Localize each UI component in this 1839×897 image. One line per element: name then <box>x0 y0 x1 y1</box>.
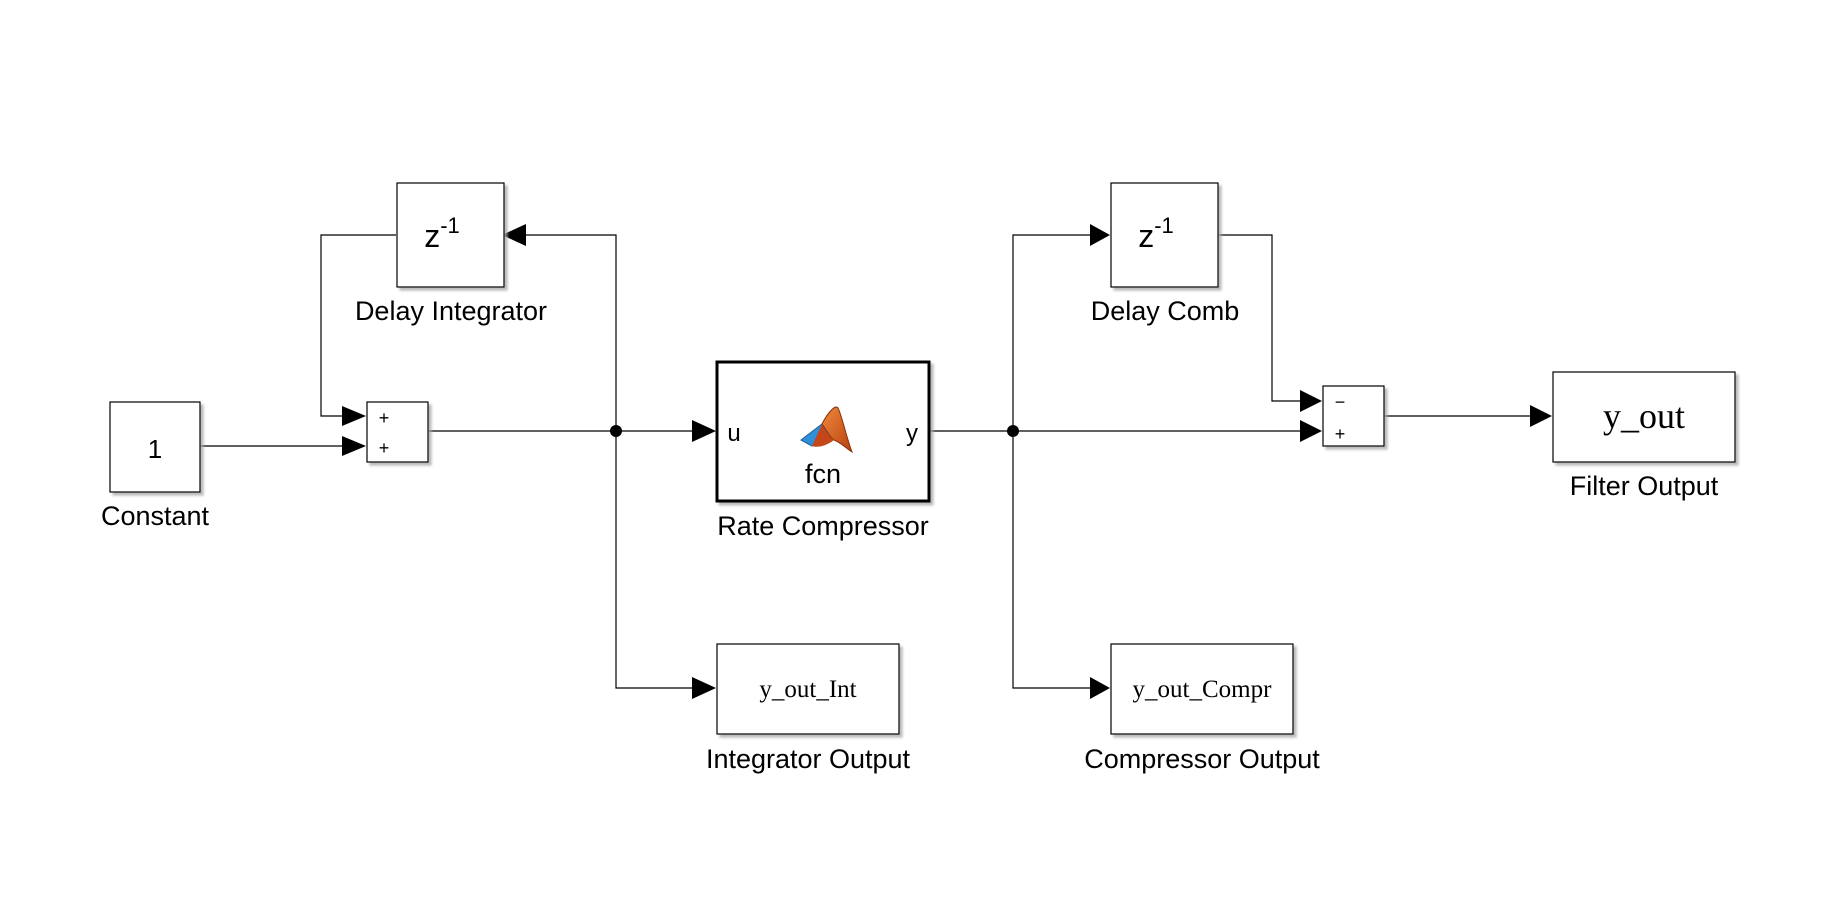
delay-comb-label: Delay Comb <box>1091 296 1240 326</box>
rate-compressor-in-port: u <box>727 420 740 447</box>
wire-branch-to-delay-integrator <box>526 234 617 431</box>
filter-output-body[interactable] <box>1552 371 1736 463</box>
compressor-output-name: y_out_Compr <box>1133 676 1273 703</box>
compressor-output-label: Compressor Output <box>1084 744 1320 774</box>
sum-integrator-sign-top: + <box>379 408 390 428</box>
sum-integrator-body[interactable] <box>366 401 429 463</box>
delay-integrator-symbol: z-1 <box>424 213 460 254</box>
wire-delay-integrator-to-sum <box>320 234 396 417</box>
filter-output-name: y_out <box>1603 396 1685 436</box>
arrow-sum-top-input <box>342 406 366 426</box>
arrowheads <box>342 224 1552 699</box>
branch-point-integrator <box>610 425 622 437</box>
integrator-output-label: Integrator Output <box>706 744 911 774</box>
arrow-sum-comb-top-input <box>1300 390 1322 412</box>
compressor-output-block[interactable]: y_out_Compr <box>1110 643 1294 735</box>
sum-comb-body[interactable] <box>1322 385 1385 447</box>
sum-comb-sign-top: − <box>1335 392 1346 412</box>
constant-block[interactable]: 1 <box>109 401 201 493</box>
wire-branch-to-integrator-output <box>615 431 692 689</box>
sum-comb-sign-bottom: + <box>1335 424 1346 444</box>
arrow-sum-bottom-input <box>342 436 366 456</box>
delay-comb-block[interactable]: z-1 <box>1110 182 1219 288</box>
signal-lines <box>200 234 1530 689</box>
delay-comb-symbol: z-1 <box>1138 213 1174 254</box>
integrator-output-body[interactable] <box>716 643 900 735</box>
delay-integrator-label: Delay Integrator <box>355 296 547 326</box>
branch-point-comb <box>1007 425 1019 437</box>
arrow-delay-comb-input <box>1090 224 1110 246</box>
matlab-logo-icon <box>800 406 854 454</box>
arrow-integrator-output-input <box>692 677 716 699</box>
wire-delay-comb-to-sum-comb <box>1217 234 1300 402</box>
filter-output-block[interactable]: y_out <box>1552 371 1736 463</box>
rate-compressor-out-port: y <box>906 420 918 447</box>
constant-value: 1 <box>148 434 162 464</box>
wire-branch-to-delay-comb <box>1012 234 1090 431</box>
integrator-output-block[interactable]: y_out_Int <box>716 643 900 735</box>
constant-block-body[interactable] <box>109 401 201 493</box>
arrow-compressor-input <box>692 420 716 442</box>
compressor-output-body[interactable] <box>1110 643 1294 735</box>
constant-label: Constant <box>101 501 210 531</box>
sum-integrator-sign-bottom: + <box>379 438 390 458</box>
delay-comb-body[interactable] <box>1110 182 1219 288</box>
wire-branch-to-compressor-output <box>1012 431 1090 689</box>
filter-output-label: Filter Output <box>1570 471 1719 501</box>
delay-integrator-block[interactable]: z-1 <box>396 182 505 288</box>
integrator-output-name: y_out_Int <box>759 676 856 703</box>
rate-compressor-block[interactable]: u y fcn <box>715 360 931 503</box>
rate-compressor-label: Rate Compressor <box>717 511 929 541</box>
sum-integrator-block[interactable]: + + <box>366 401 429 463</box>
arrow-delay-integrator-input <box>502 224 526 246</box>
rate-compressor-function: fcn <box>805 459 841 489</box>
arrow-filter-output-input <box>1530 405 1552 427</box>
arrow-compressor-output-input <box>1090 677 1110 699</box>
delay-integrator-body[interactable] <box>396 182 505 288</box>
sum-comb-block[interactable]: − + <box>1322 385 1385 447</box>
arrow-sum-comb-bottom-input <box>1300 420 1322 442</box>
